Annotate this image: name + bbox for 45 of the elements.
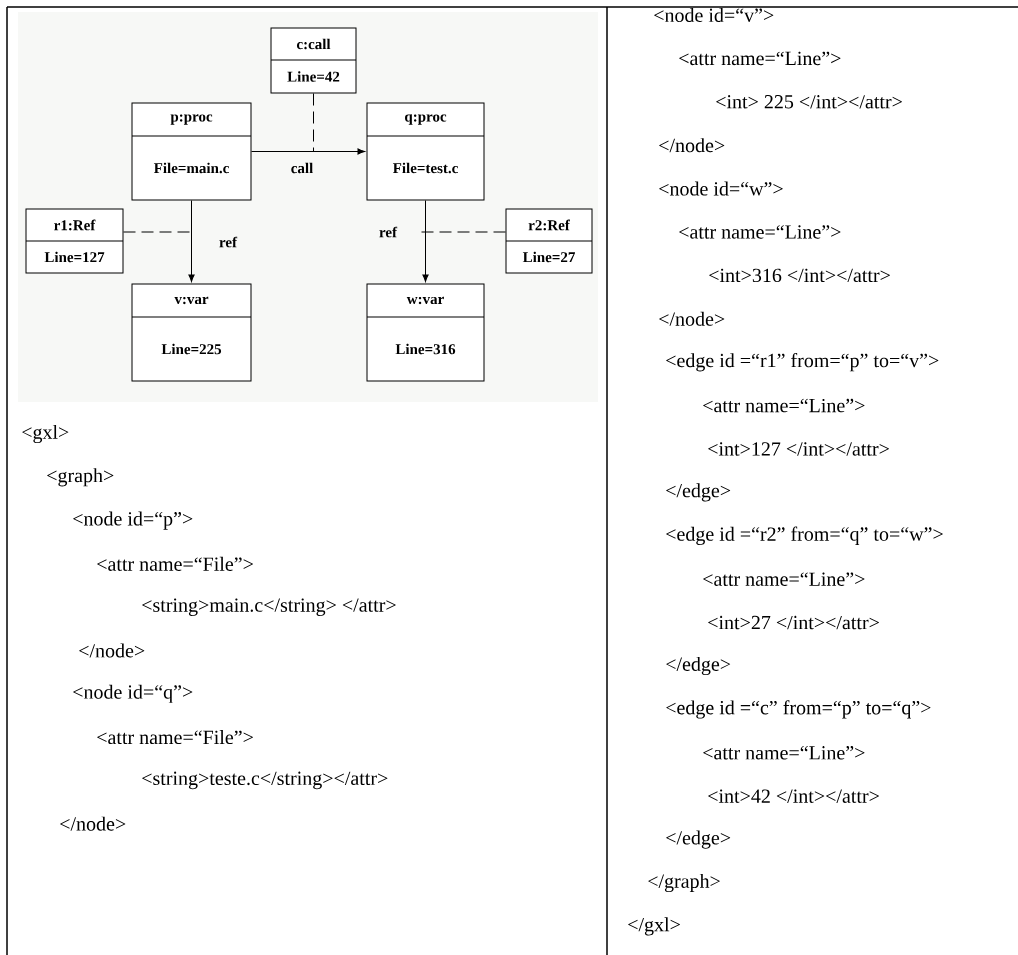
code-line: <node id=“w”> xyxy=(659,181,783,196)
code-line: </node> xyxy=(659,138,725,153)
class-box: q:proc File=test.c xyxy=(366,102,485,201)
code-line: <int> 225 </int></attr> xyxy=(716,95,902,109)
code-line: <node id=“p”> xyxy=(73,511,193,530)
code-line: <attr name=“Line”> xyxy=(703,746,865,760)
code-line: </node> xyxy=(60,816,126,831)
code-line: </graph> xyxy=(648,873,720,893)
class-box: p:proc File=main.c xyxy=(131,102,252,201)
code-line: <edge id =“c” from=“p” to=“q”> xyxy=(666,700,931,719)
class-box: r2:Ref Line=27 xyxy=(505,208,593,274)
code-line: <graph> xyxy=(47,468,114,487)
code-line: <gxl> xyxy=(22,424,69,444)
code-line: <edge id =“r1” from=“p” to=“v”> xyxy=(666,353,939,372)
code-line: </node> xyxy=(79,643,145,658)
code-line: </gxl> xyxy=(628,917,680,936)
code-line: <string>main.c</string> </attr> xyxy=(142,598,396,616)
connector xyxy=(123,231,192,233)
code-line: <int>27 </int></attr> xyxy=(708,615,879,630)
arrow xyxy=(188,200,195,282)
code-line: <attr name=“Line”> xyxy=(679,51,841,66)
arrow xyxy=(422,200,429,282)
code-line: <int>316 </int></attr> xyxy=(709,268,890,283)
code-line: <node id=“v”> xyxy=(654,7,774,22)
code-line: <node id=“q”> xyxy=(73,684,193,703)
connector xyxy=(419,231,506,233)
code-line: </edge> xyxy=(666,830,731,849)
arrow xyxy=(251,148,365,155)
class-box: w:var Line=316 xyxy=(366,283,485,382)
code-line: <attr name=“Line”> xyxy=(703,398,865,413)
code-line: </edge> xyxy=(666,656,731,676)
code-line: <string>teste.c</string></attr> xyxy=(142,771,388,790)
connector xyxy=(313,93,314,152)
code-line: </edge> xyxy=(666,483,731,502)
code-line: <attr name=“File”> xyxy=(97,730,253,745)
code-line: <attr name=“File”> xyxy=(97,556,253,571)
code-line: <attr name=“Line”> xyxy=(679,225,841,239)
code-line: <edge id =“r2” from=“q” to=“w”> xyxy=(666,526,943,545)
code-line: </node> xyxy=(659,311,725,326)
code-line: <int>42 </int></attr> xyxy=(708,789,879,803)
code-line: <int>127 </int></attr> xyxy=(708,442,889,456)
class-box: v:var Line=225 xyxy=(131,283,252,382)
code-line: <attr name=“Line”> xyxy=(703,572,865,586)
class-box: c:call Line=42 xyxy=(270,27,357,94)
class-box: r1:Ref Line=127 xyxy=(25,208,124,274)
